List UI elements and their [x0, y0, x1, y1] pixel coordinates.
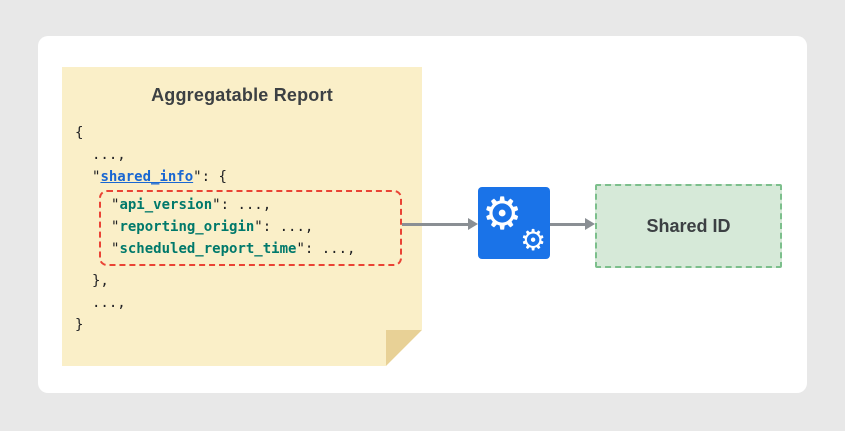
code-text: ": ...,	[254, 219, 314, 235]
api-version-key: api_version	[119, 197, 213, 213]
shared-info-key: shared_info	[100, 169, 194, 185]
code-text: ": ...,	[212, 197, 272, 213]
code-line-ellipsis-bottom: ...,	[75, 292, 402, 314]
code-text: },	[92, 273, 109, 289]
gear-icon-large: ⚙	[482, 187, 523, 240]
arrow-report-to-processor	[402, 216, 478, 232]
gear-icon-small: ⚙	[520, 223, 546, 257]
code-line-scheduled-report-time: "scheduled_report_time": ...,	[111, 238, 400, 260]
code-text: "	[111, 241, 120, 257]
processor-box: ⚙ ⚙	[478, 187, 550, 259]
code-text: "	[111, 197, 120, 213]
code-line-ellipsis-top: ...,	[75, 144, 402, 166]
code-text: {	[75, 125, 84, 141]
arrow-line	[402, 222, 468, 226]
shared-id-box: Shared ID	[595, 184, 782, 268]
code-text: ...,	[92, 295, 126, 311]
code-line-close-brace: }	[75, 314, 402, 336]
code-text: ...,	[92, 147, 126, 163]
arrow-line	[550, 222, 585, 226]
aggregatable-report-note: Aggregatable Report { ..., "shared_info"…	[62, 67, 422, 366]
diagram-card: Aggregatable Report { ..., "shared_info"…	[38, 36, 807, 393]
scheduled-report-time-key: scheduled_report_time	[119, 241, 297, 257]
code-text: ": ...,	[296, 241, 356, 257]
arrow-processor-to-output	[550, 216, 595, 232]
code-line-api-version: "api_version": ...,	[111, 194, 400, 216]
shared-id-label: Shared ID	[646, 215, 731, 236]
code-text: "	[92, 169, 101, 185]
code-line-reporting-origin: "reporting_origin": ...,	[111, 216, 400, 238]
reporting-origin-key: reporting_origin	[119, 219, 255, 235]
code-line-close-inner: },	[75, 270, 402, 292]
code-line-open-brace: {	[75, 122, 402, 144]
arrow-head-icon	[585, 218, 595, 230]
code-text: }	[75, 317, 84, 333]
note-title: Aggregatable Report	[151, 85, 333, 105]
report-json-code: { ..., "shared_info": { "api_version": .…	[75, 122, 402, 336]
code-text: ": {	[193, 169, 227, 185]
shared-info-highlight-box: "api_version": ..., "reporting_origin": …	[99, 190, 402, 266]
code-line-shared-info: "shared_info": {	[75, 166, 402, 188]
code-text: "	[111, 219, 120, 235]
arrow-head-icon	[468, 218, 478, 230]
